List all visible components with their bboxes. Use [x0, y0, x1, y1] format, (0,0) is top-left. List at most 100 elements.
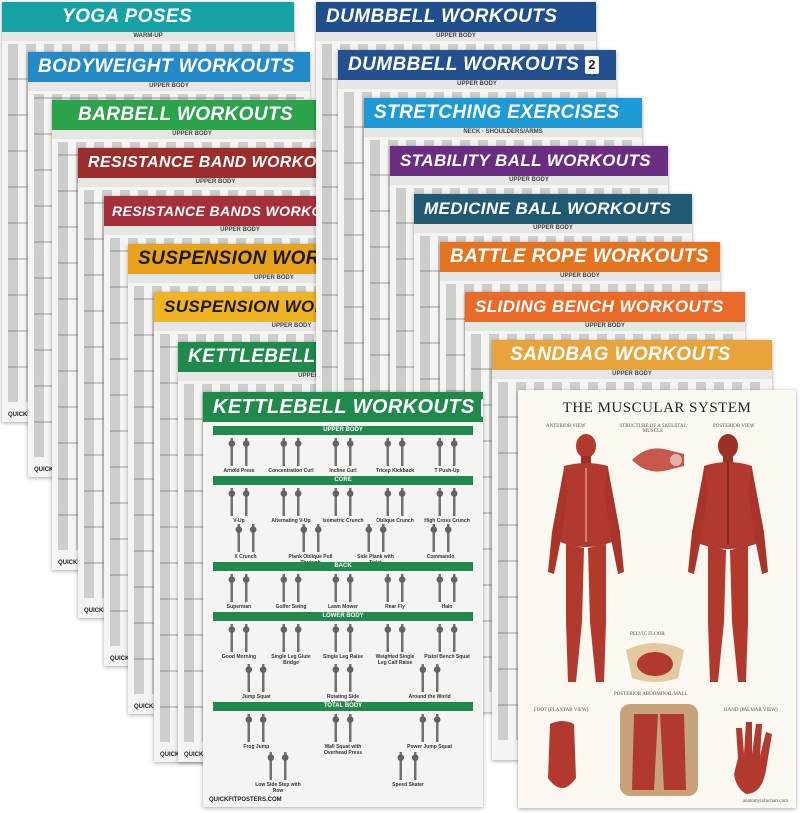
poster-title-text: KETTLEBELL WORKOUTS	[213, 396, 475, 418]
skeletal-muscle-structure	[632, 448, 684, 472]
poster-subtitle: UPPER BODY	[338, 80, 616, 89]
exercise-figure	[429, 574, 465, 602]
exercise-label: T Push-Up	[434, 468, 460, 474]
exercise-figure	[273, 624, 309, 652]
footer-brand: QUICKFITPOSTERS.COM	[209, 797, 282, 803]
exercise-item: Wall Squat with Overhead Press	[319, 714, 367, 756]
exercise-figure	[325, 624, 361, 652]
exercise-item: Oblique Crunch	[371, 488, 419, 524]
poster-subtitle: UPPER BODY	[28, 82, 310, 91]
exercise-figure	[238, 714, 275, 742]
exercise-label: Single Leg Glute Bridge	[271, 654, 311, 666]
exercise-figure	[429, 488, 465, 516]
label-anterior-view: ANTERIOR VIEW	[546, 424, 586, 429]
exercise-figure	[221, 574, 257, 602]
exercise-label: Single Leg Raise	[322, 654, 363, 660]
exercise-label: Power Jump Squat	[407, 744, 453, 750]
exercise-label: Speed Skater	[392, 782, 424, 788]
exercise-figure	[273, 574, 309, 602]
poster-subtitle: UPPER BODY	[128, 274, 420, 283]
exercise-item: Weighted Single Leg Calf Raise	[371, 624, 419, 666]
exercise-item: Incline Curl	[319, 438, 367, 474]
section-header: TOTAL BODY	[213, 702, 473, 711]
poster-title: SANDBAG WORKOUTS	[492, 340, 772, 370]
poster-subtitle: UPPER BODY	[440, 272, 720, 281]
poster-title: THE MUSCULAR SYSTEM	[562, 400, 752, 416]
exercise-row: Arnold Press Concentration Curl Incline …	[213, 438, 473, 474]
exercise-label: High Cross Crunch	[424, 518, 470, 524]
credit-text: anatomyinfuchart.com	[742, 799, 788, 804]
exercise-label: V-Up	[233, 518, 245, 524]
exercise-row: Jump Squat Rotating Side Lunge with Shou…	[213, 664, 473, 712]
exercise-label: Jump Squat	[242, 694, 271, 700]
exercise-item: Golfer Swing	[267, 574, 315, 610]
exercise-item: Side Plank with Twist	[352, 524, 400, 566]
exercise-label: Wall Squat with Overhead Press	[323, 744, 363, 756]
exercise-item: Lawn Mower	[319, 574, 367, 610]
exercise-item: Arnold Press	[215, 438, 263, 474]
exercise-figure	[227, 524, 264, 552]
poster-title: STRETCHING EXERCISES	[364, 98, 642, 128]
exercise-item: T Push-Up	[423, 438, 471, 474]
poster-title: MEDICINE BALL WORKOUTS	[414, 194, 692, 224]
exercise-item: X Crunch	[222, 524, 270, 566]
exercise-label: Frog Jump	[243, 744, 270, 750]
exercise-row: Superman Golfer Swing Lawn Mower Rear Fl…	[213, 574, 473, 610]
exercise-item: Commando	[417, 524, 465, 566]
poster-muscular-system: THE MUSCULAR SYSTEM ANTERIOR VIEW STRUCT…	[518, 390, 796, 808]
exercise-figure	[238, 664, 275, 692]
exercise-figure	[377, 438, 413, 466]
exercise-label: Concentration Curl	[268, 468, 314, 474]
poster-subtitle: UPPER BODY	[52, 130, 332, 139]
poster-title: RESISTANCE BAND WORKOUTS	[78, 148, 353, 178]
exercise-figure	[324, 664, 361, 692]
poster-subtitle: UPPER BODY	[492, 370, 772, 379]
exercise-figure	[221, 438, 257, 466]
posterior-muscle-figure	[688, 434, 768, 682]
exercise-label: Tricep Kickback	[375, 468, 415, 474]
exercise-figure	[221, 624, 257, 652]
exercise-label: Incline Curl	[329, 468, 357, 474]
exercise-label: Isometric Crunch	[322, 518, 364, 524]
exercise-item: Halo	[423, 574, 471, 610]
poster-title-text: DUMBBELL WORKOUTS	[348, 54, 580, 75]
foot-plantar-figure	[548, 721, 576, 788]
exercise-label: Golfer Swing	[275, 604, 307, 610]
exercise-label: Pistol Bench Squat	[424, 654, 470, 660]
label-foot-plantar-view: FOOT (PLANTAR VIEW)	[534, 708, 589, 713]
exercise-label: Good Morning	[221, 654, 257, 660]
exercise-label: Alternating V-Up	[271, 518, 311, 524]
poster-title: BATTLE ROPE WORKOUTS	[440, 242, 720, 272]
volume-badge: 2	[585, 55, 599, 74]
exercise-item: Low Side Step with Row	[254, 752, 302, 794]
exercise-figure	[429, 438, 465, 466]
exercise-figure	[411, 664, 448, 692]
exercise-label: Superman	[226, 604, 252, 610]
section-header: CORE	[213, 476, 473, 485]
exercise-label: Around the World	[408, 694, 451, 700]
exercise-row: Good Morning Single Leg Glute Bridge Sin…	[213, 624, 473, 666]
exercise-item: Frog Jump	[232, 714, 280, 756]
exercise-figure	[377, 488, 413, 516]
poster-subtitle: NECK · SHOULDERS/ARMS	[364, 128, 642, 137]
label-posterior-view: POSTERIOR VIEW	[713, 424, 755, 429]
exercise-item: Tricep Kickback	[371, 438, 419, 474]
poster-title: DUMBBELL WORKOUTS	[316, 2, 596, 32]
exercise-figure	[260, 752, 296, 780]
label-posterior-abdominal-wall: POSTERIOR ABDOMINAL WALL	[614, 692, 688, 697]
exercise-figure	[357, 524, 394, 552]
exercise-item: Speed Skater	[384, 752, 432, 794]
volume-badge: 2	[480, 398, 483, 417]
exercise-figure	[390, 752, 426, 780]
exercise-figure	[292, 524, 329, 552]
poster-subtitle: UPPER BODY	[154, 322, 429, 331]
exercise-label: Rear Fly	[385, 604, 405, 610]
section-header: LOWER BODY	[213, 612, 473, 621]
exercise-item: Pistol Bench Squat	[423, 624, 471, 666]
poster-title: YOGA POSES	[2, 2, 294, 32]
poster-subtitle: UPPER BODY	[78, 178, 353, 187]
exercise-label: X Crunch	[234, 554, 257, 560]
poster-subtitle: UPPER BODY	[390, 176, 668, 185]
exercise-label: Lawn Mower	[327, 604, 358, 610]
poster-title: BARBELL WORKOUTS	[52, 100, 332, 130]
